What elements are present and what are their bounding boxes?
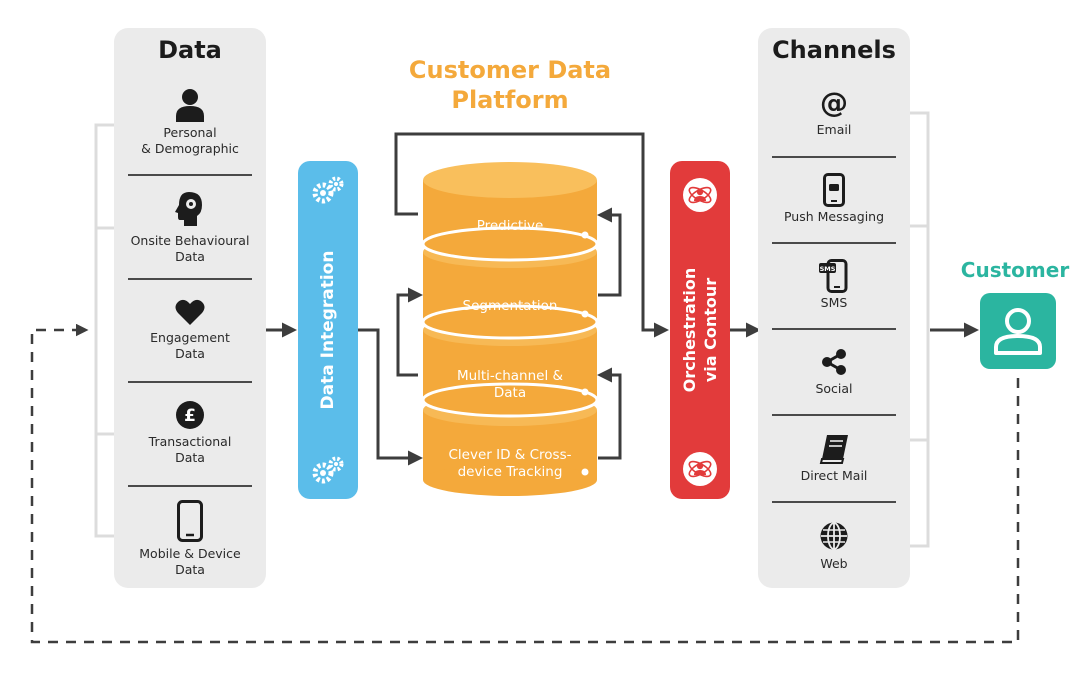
segmentation-to-predictive-arrow xyxy=(597,207,622,297)
data-item-transactional: £ Transactional Data xyxy=(114,400,266,500)
data-item-label: Onsite Behavioural Data xyxy=(130,233,250,264)
channel-item-web: Web xyxy=(758,521,910,601)
divider xyxy=(128,381,252,383)
data-item-engagement: Engagement Data xyxy=(114,296,266,396)
orchestration-bar: Orchestration via Contour xyxy=(670,161,730,499)
predictive-to-orchestration-arrow xyxy=(394,132,669,338)
svg-text:£: £ xyxy=(184,406,196,426)
pound-coin-icon: £ xyxy=(176,401,204,429)
gears-icon xyxy=(312,176,344,204)
customer-box xyxy=(980,293,1056,369)
cdp-layer-segmentation: Segmentation xyxy=(462,298,558,314)
at-sign-icon: @ xyxy=(820,88,848,118)
cdp-layer-multichannel: Multi-channel & Data xyxy=(456,368,564,401)
svg-text:SMS: SMS xyxy=(820,265,836,273)
phone-chat-icon xyxy=(823,173,845,207)
smartphone-icon xyxy=(177,500,203,542)
data-panel: Data Personal & Demographic Onsite Behav… xyxy=(114,28,266,588)
customer-title: Customer xyxy=(960,258,1070,282)
data-item-label: Mobile & Device Data xyxy=(139,546,241,577)
cdp-title-line2: Platform xyxy=(451,86,569,114)
person-icon xyxy=(176,89,204,122)
divider xyxy=(772,501,896,503)
data-panel-title: Data xyxy=(158,36,222,64)
cdp-layer-clever-id: Clever ID & Cross- device Tracking xyxy=(448,447,572,480)
cdp-title-line1: Customer Data xyxy=(408,56,612,84)
channel-item-direct-mail: Direct Mail xyxy=(758,433,910,513)
divider xyxy=(772,242,896,244)
integration-to-cdp-arrow xyxy=(358,328,423,466)
multichannel-to-segmentation-arrow xyxy=(396,287,423,377)
data-item-label: Transactional Data xyxy=(148,434,232,465)
customer-icon xyxy=(994,308,1042,355)
feedback-loop xyxy=(30,323,1020,644)
data-item-mobile: Mobile & Device Data xyxy=(114,500,266,600)
data-integration-bar: Data Integration xyxy=(298,161,358,499)
orchestration-label: Orchestration via Contour xyxy=(679,268,721,393)
gears-icon xyxy=(312,456,344,484)
channel-item-label: SMS xyxy=(820,295,848,310)
channel-item-label: Email xyxy=(816,122,852,137)
contour-orbit-icon xyxy=(683,178,717,212)
divider xyxy=(128,174,252,176)
clever-to-multichannel-arrow xyxy=(597,367,622,460)
channel-item-social: Social xyxy=(758,348,910,428)
heart-icon xyxy=(175,299,205,325)
data-item-onsite: Onsite Behavioural Data xyxy=(114,191,266,291)
channel-item-label: Web xyxy=(820,556,848,571)
cdp-layer-predictive: Predictive xyxy=(476,218,544,234)
contour-orbit-icon xyxy=(683,452,717,486)
divider xyxy=(772,156,896,158)
data-item-label: Engagement Data xyxy=(150,330,230,361)
channels-bracket xyxy=(908,111,930,548)
book-icon xyxy=(819,435,848,464)
channels-panel: Channels @ Email Push Messaging SMS xyxy=(758,28,910,588)
cdp-title: Customer Data Platform xyxy=(380,55,640,115)
channel-item-email: @ Email xyxy=(758,88,910,168)
channel-item-push: Push Messaging xyxy=(758,173,910,253)
globe-icon xyxy=(820,522,848,550)
orchestration-label-line2: via Contour xyxy=(701,277,720,383)
head-gear-icon xyxy=(175,192,202,226)
sms-phone-icon: SMS xyxy=(819,259,848,293)
channel-item-sms: SMS SMS xyxy=(758,259,910,339)
divider xyxy=(772,328,896,330)
divider xyxy=(128,278,252,280)
channel-item-label: Direct Mail xyxy=(800,468,868,483)
channels-panel-title: Channels xyxy=(772,36,896,64)
divider xyxy=(772,414,896,416)
data-integration-label: Data Integration xyxy=(318,250,338,410)
data-item-label: Personal & Demographic xyxy=(141,125,239,156)
orchestration-label-line1: Orchestration xyxy=(680,267,699,393)
share-icon xyxy=(822,349,846,375)
channel-item-label: Social xyxy=(815,381,853,396)
data-item-personal: Personal & Demographic xyxy=(114,88,266,188)
svg-text:@: @ xyxy=(820,88,848,118)
divider xyxy=(128,485,252,487)
channel-item-label: Push Messaging xyxy=(783,209,885,224)
